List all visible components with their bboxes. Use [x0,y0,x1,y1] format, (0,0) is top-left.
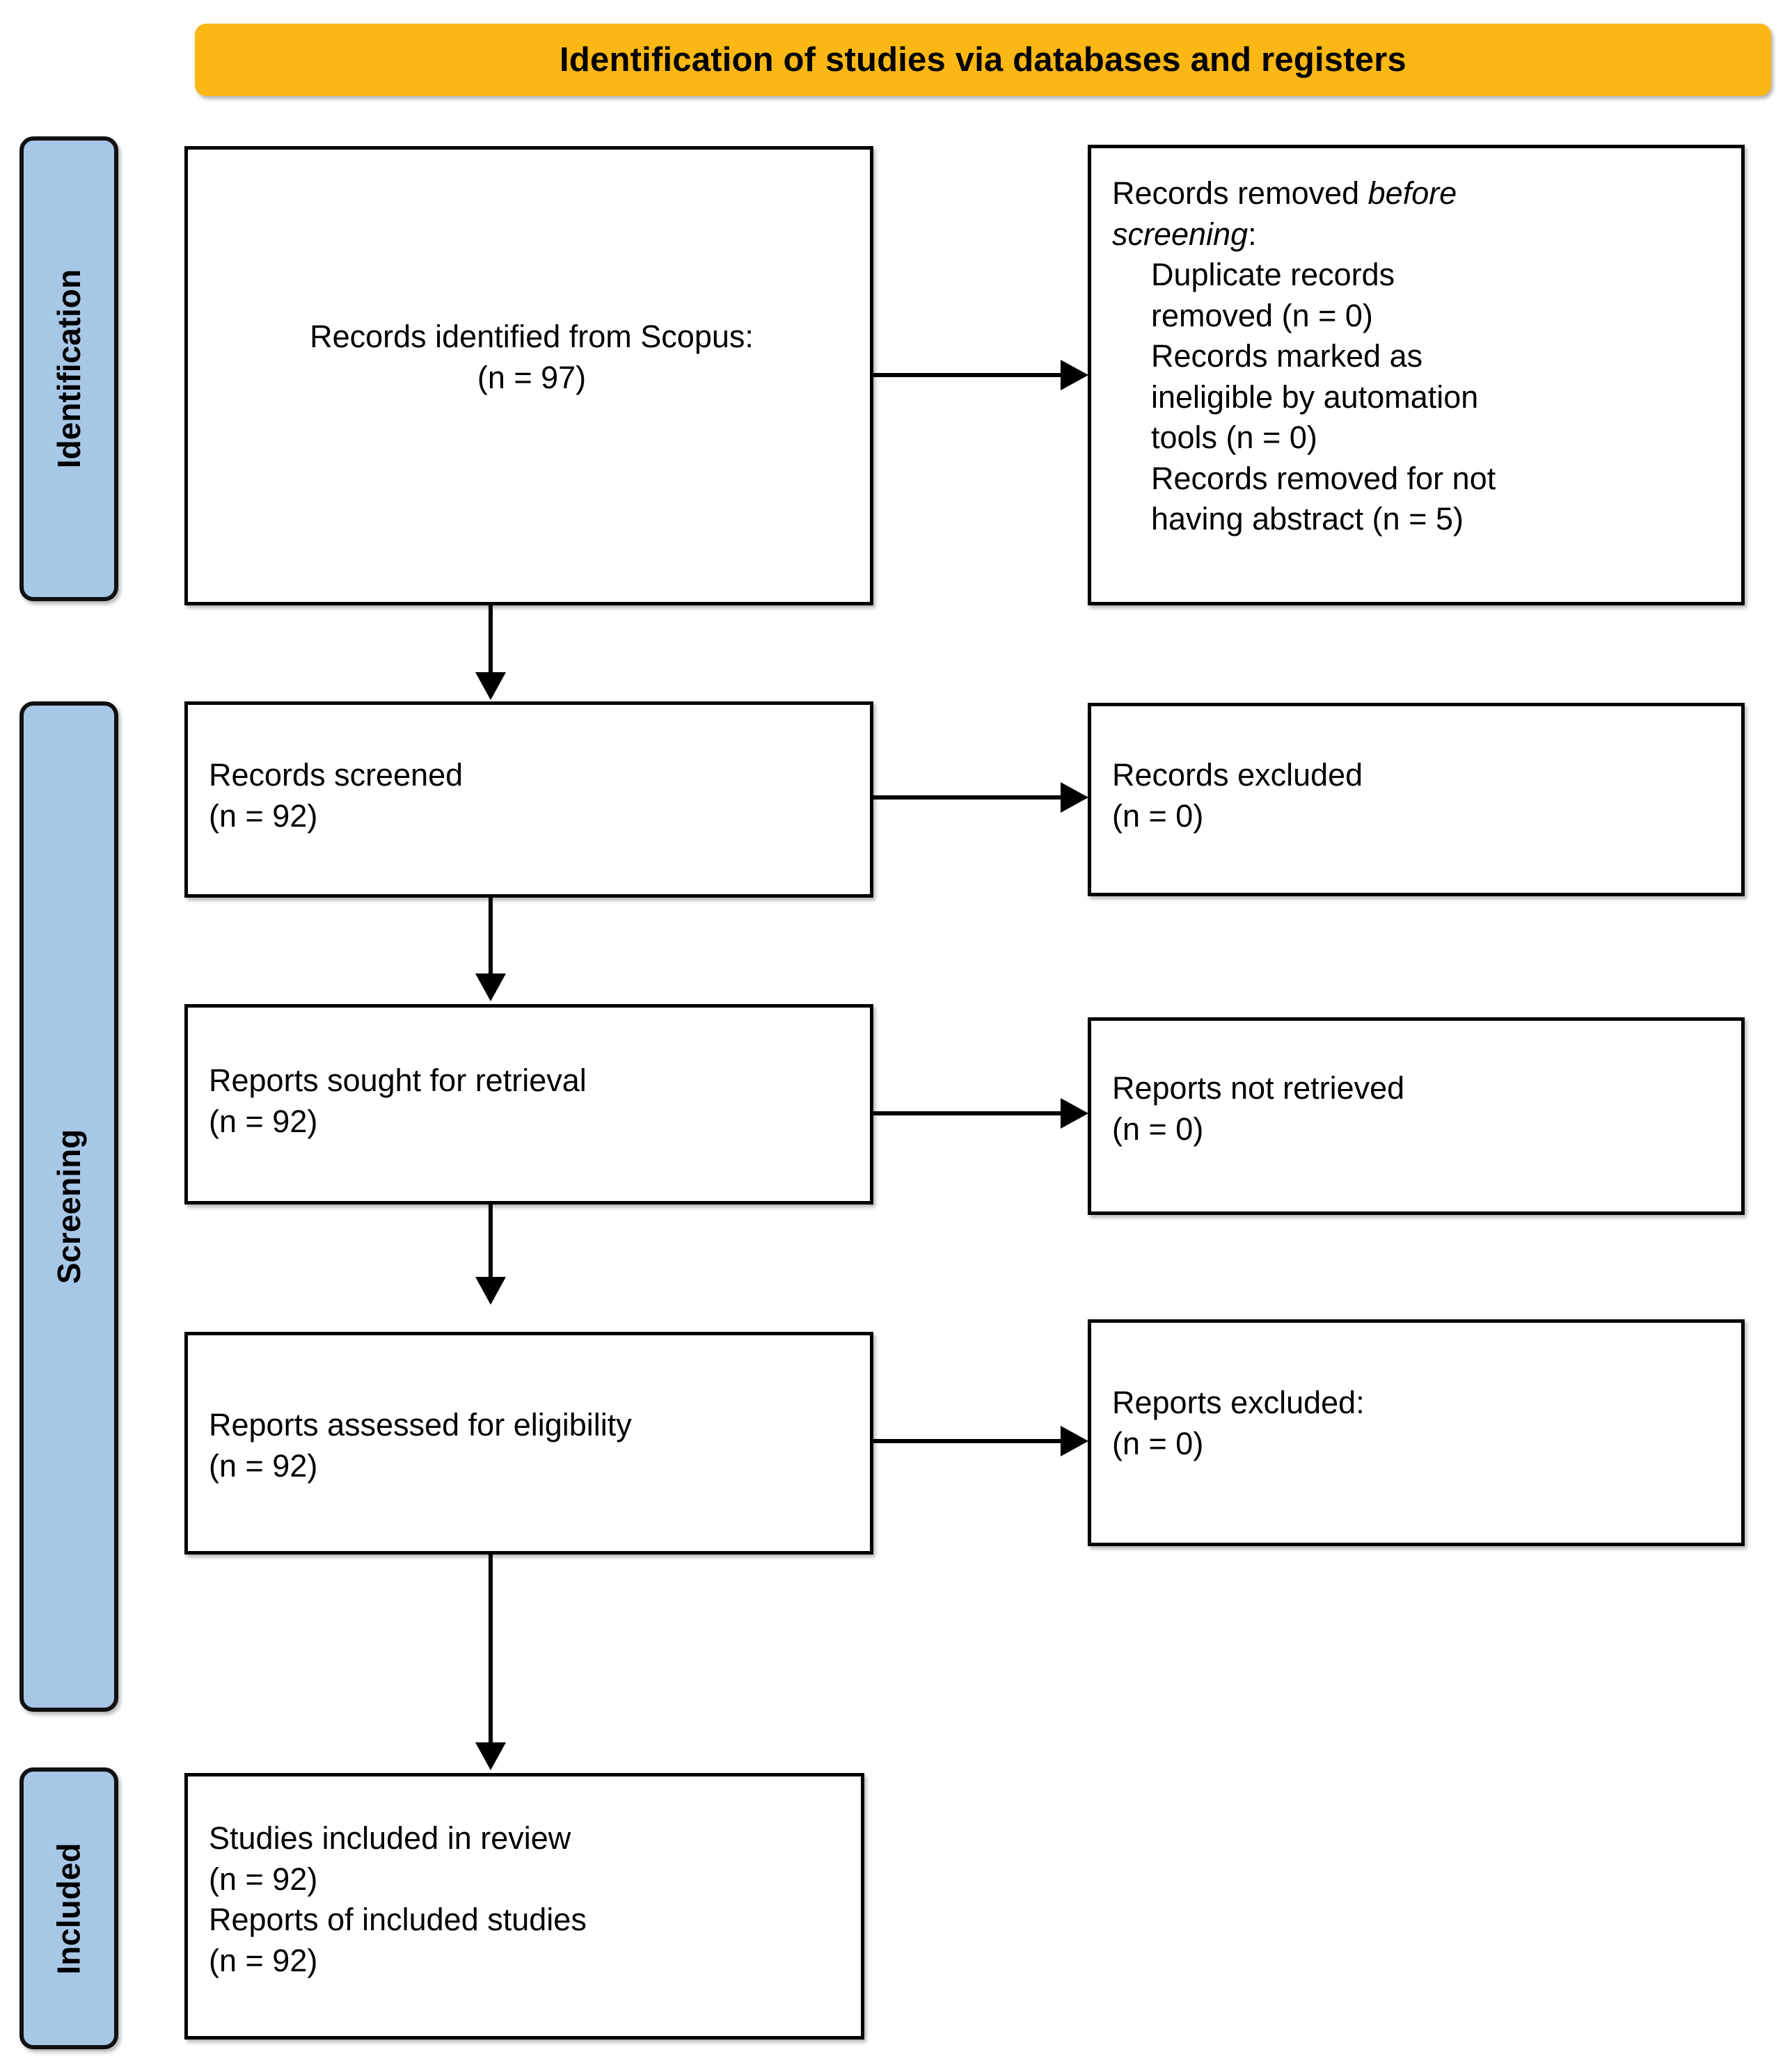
records-removed-item1-line1: Duplicate records [1151,257,1395,292]
records-removed-heading-a: Records removed [1112,175,1368,211]
records-removed-heading-line1: Records removed before [1112,173,1726,214]
records-screened-label: Records screened [209,757,463,793]
box-reports-not-retrieved: Reports not retrieved (n = 0) [1088,1017,1745,1215]
arrow-head-right-icon [1061,360,1088,390]
box-records-removed-before-screening: Records removed before screening: Duplic… [1088,145,1745,605]
box-reports-excluded: Reports excluded: (n = 0) [1088,1319,1745,1546]
connector-line [489,1203,493,1278]
connector-line [489,1553,493,1744]
reports-not-retrieved-count: (n = 0) [1112,1111,1204,1147]
connector-line [489,604,493,676]
arrow-head-down-icon [475,1277,506,1305]
records-removed-item2-line1: Records marked as [1151,338,1423,374]
records-removed-item2-line3: tools (n = 0) [1151,420,1317,455]
connector-line [873,1439,1063,1443]
arrow-head-right-icon [1061,1426,1088,1456]
records-removed-item1-line2: removed (n = 0) [1151,297,1373,333]
connector-line [873,795,1063,800]
box-reports-assessed-for-eligibility: Reports assessed for eligibility (n = 92… [184,1332,873,1555]
connector-line [873,373,1063,377]
stage-label-screening: Screening [19,701,118,1712]
records-removed-item2-line2: ineligible by automation [1151,379,1479,415]
reports-sought-label: Reports sought for retrieval [209,1063,587,1098]
records-identified-count: (n = 97) [477,359,587,395]
arrow-head-down-icon [475,1742,506,1770]
stage-label-included: Included [19,1767,118,2049]
box-studies-included: Studies included in review (n = 92) Repo… [184,1773,864,2040]
box-records-screened: Records screened (n = 92) [184,701,873,898]
diagram-title: Identification of studies via databases … [560,41,1406,79]
diagram-header-banner: Identification of studies via databases … [195,24,1771,96]
records-removed-heading-colon: : [1248,216,1257,252]
studies-included-label: Studies included in review [209,1820,571,1856]
arrow-head-down-icon [475,973,506,1001]
reports-excluded-label: Reports excluded: [1112,1385,1365,1420]
reports-included-label: Reports of included studies [209,1902,587,1937]
stage-label-included-text: Included [51,1842,87,1975]
reports-assessed-label: Reports assessed for eligibility [209,1407,632,1442]
reports-sought-count: (n = 92) [209,1103,318,1139]
box-records-excluded: Records excluded (n = 0) [1088,703,1745,896]
connector-line [489,896,493,975]
reports-not-retrieved-label: Reports not retrieved [1112,1070,1405,1106]
records-removed-heading-screening: screening [1112,216,1248,252]
studies-included-count: (n = 92) [209,1861,318,1897]
records-removed-heading-before: before [1367,175,1457,211]
stage-label-identification-text: Identification [51,269,88,469]
records-excluded-count: (n = 0) [1112,797,1204,834]
reports-assessed-count: (n = 92) [209,1447,318,1484]
records-excluded-label: Records excluded [1112,757,1363,793]
stage-label-screening-text: Screening [51,1129,88,1285]
records-screened-count: (n = 92) [209,797,318,834]
arrow-head-right-icon [1061,1098,1088,1129]
arrow-head-down-icon [475,672,506,700]
records-identified-line1: Records identified from Scopus: [310,319,754,354]
reports-included-count: (n = 92) [209,1942,318,1978]
records-removed-item3-line1: Records removed for not [1151,460,1496,496]
records-removed-item3-line2: having abstract (n = 5) [1151,501,1464,536]
reports-excluded-count: (n = 0) [1112,1425,1204,1461]
box-records-identified: Records identified from Scopus: (n = 97) [184,146,873,605]
stage-label-identification: Identification [19,136,118,601]
connector-line [873,1111,1063,1115]
records-removed-heading-line2: screening: [1112,214,1726,255]
box-reports-sought-for-retrieval: Reports sought for retrieval (n = 92) [184,1004,873,1205]
arrow-head-right-icon [1061,782,1088,813]
